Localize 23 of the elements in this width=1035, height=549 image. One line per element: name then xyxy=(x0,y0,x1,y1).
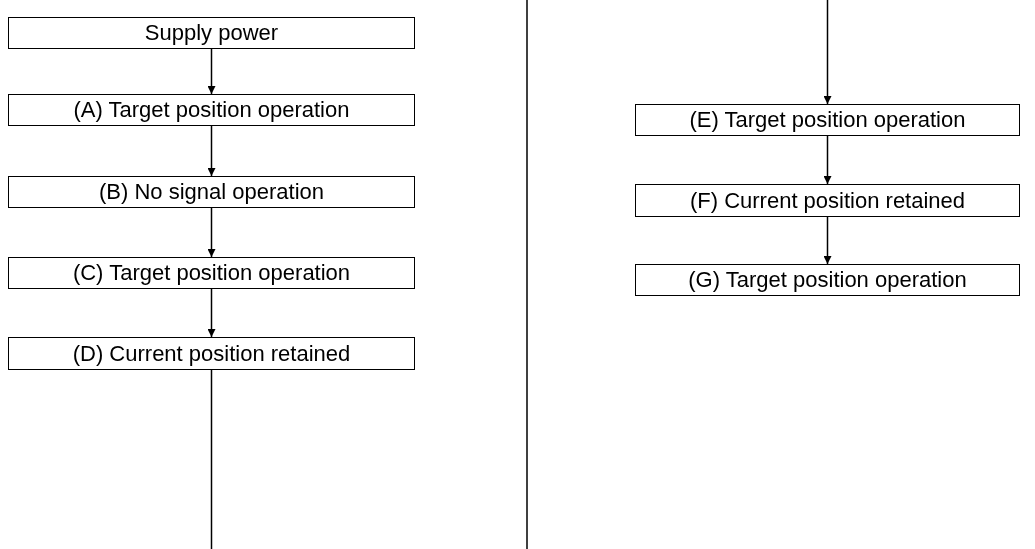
arrow xyxy=(823,0,832,105)
box-label: (F) Current position retained xyxy=(689,187,966,214)
arrow xyxy=(207,288,216,338)
box-label: (E) Target position operation xyxy=(689,107,966,133)
box-label: (A) Target position operation xyxy=(73,97,350,123)
process-box xyxy=(8,176,415,208)
box-label: (C) Target position operation xyxy=(72,260,351,286)
arrow xyxy=(207,48,216,95)
box-label: (D) Current position retained xyxy=(72,340,351,367)
arrow xyxy=(823,135,832,185)
box-label: (B) No signal operation xyxy=(99,179,324,205)
process-box xyxy=(8,94,415,126)
process-box xyxy=(635,184,1020,217)
process-box xyxy=(635,264,1020,296)
arrow xyxy=(207,125,216,177)
arrow xyxy=(207,207,216,258)
process-box xyxy=(8,257,415,289)
box-label: (G) Target position operation xyxy=(688,267,967,293)
process-box xyxy=(635,104,1020,136)
arrow xyxy=(823,216,832,265)
box-label: Supply power xyxy=(144,20,279,46)
process-box xyxy=(8,17,415,49)
process-box xyxy=(8,337,415,370)
